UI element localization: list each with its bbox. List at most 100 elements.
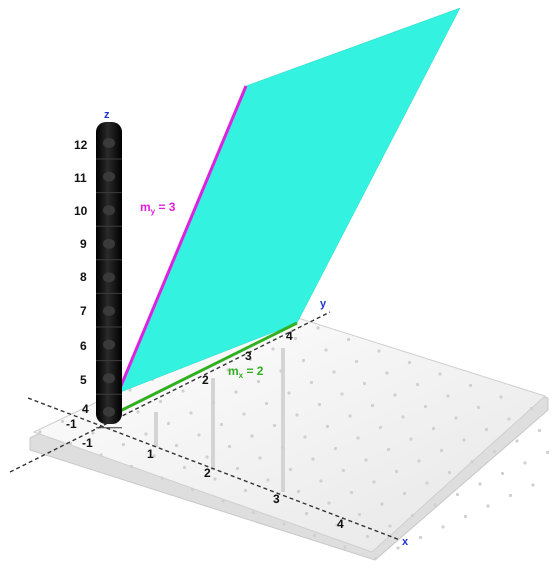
board-peg bbox=[441, 525, 445, 529]
board-peg bbox=[531, 483, 535, 487]
board-peg bbox=[274, 500, 278, 504]
y-tick-neg1: -1 bbox=[82, 436, 93, 450]
axes bbox=[9, 311, 401, 541]
z-tick-4: 4 bbox=[82, 402, 89, 416]
board-peg bbox=[293, 336, 298, 341]
board-peg bbox=[288, 467, 293, 472]
board-peg bbox=[271, 347, 275, 351]
board-peg bbox=[242, 412, 246, 416]
board-peg bbox=[266, 478, 270, 482]
board-peg bbox=[340, 392, 344, 396]
y-axis-line bbox=[9, 311, 331, 473]
cube-dimple bbox=[103, 373, 115, 384]
board-peg bbox=[256, 379, 261, 384]
board-peg bbox=[325, 424, 330, 429]
cube-dimple bbox=[103, 238, 115, 249]
cube-dimple bbox=[103, 272, 115, 283]
board-peg bbox=[537, 428, 542, 433]
cube-dimple bbox=[103, 406, 115, 417]
board-peg bbox=[166, 421, 171, 426]
board-peg bbox=[417, 459, 421, 463]
board-peg bbox=[401, 415, 405, 419]
z-column bbox=[96, 122, 122, 429]
board-peg bbox=[243, 488, 248, 493]
board-peg bbox=[396, 546, 400, 550]
board-peg bbox=[446, 394, 450, 398]
board-peg bbox=[500, 471, 505, 476]
z-tick-7: 7 bbox=[80, 304, 87, 318]
board-peg bbox=[454, 416, 458, 420]
board-peg bbox=[312, 533, 317, 538]
board-peg bbox=[370, 403, 375, 408]
board-peg bbox=[447, 470, 452, 475]
board-peg bbox=[523, 461, 527, 465]
board-peg bbox=[91, 431, 95, 435]
board-peg bbox=[415, 382, 420, 387]
board-peg bbox=[346, 337, 351, 342]
board-peg bbox=[409, 437, 413, 441]
board-peg bbox=[455, 492, 460, 497]
board-peg bbox=[468, 383, 473, 388]
x-tick-2: 2 bbox=[204, 466, 211, 480]
board-peg bbox=[394, 469, 399, 474]
board-peg bbox=[515, 439, 519, 443]
board-peg bbox=[128, 388, 132, 392]
board-peg bbox=[158, 399, 163, 404]
board-peg bbox=[190, 487, 195, 492]
board-peg bbox=[365, 534, 370, 539]
board-peg bbox=[311, 457, 315, 461]
board-peg bbox=[425, 481, 429, 485]
z-tick-10: 10 bbox=[74, 204, 88, 218]
board-peg bbox=[182, 465, 187, 470]
board-peg bbox=[316, 326, 320, 330]
board-peg bbox=[221, 499, 225, 503]
board-peg bbox=[386, 447, 391, 452]
board-peg bbox=[407, 360, 412, 365]
z-column-cubes bbox=[96, 138, 122, 429]
board-peg bbox=[226, 368, 230, 372]
board-peg bbox=[418, 535, 423, 540]
board-peg bbox=[235, 466, 240, 471]
board-peg bbox=[335, 523, 339, 527]
z-tick-8: 8 bbox=[80, 270, 87, 284]
support-posts bbox=[154, 348, 285, 492]
board-peg bbox=[431, 426, 436, 431]
z-axis-label: z bbox=[104, 109, 110, 121]
board-peg bbox=[144, 432, 148, 436]
board-peg bbox=[470, 460, 474, 464]
mx-edge-line bbox=[117, 321, 298, 414]
board-peg bbox=[282, 522, 286, 526]
board-peg bbox=[507, 417, 511, 421]
board-peg bbox=[197, 433, 201, 437]
cube-dimple bbox=[103, 138, 115, 148]
board-peg bbox=[83, 409, 87, 413]
board-peg bbox=[296, 489, 301, 494]
board-peg bbox=[343, 545, 347, 549]
board-peg bbox=[174, 443, 179, 448]
board-peg bbox=[385, 371, 389, 375]
y-tick-3: 3 bbox=[245, 349, 252, 363]
tick-labels: 12 11 10 9 8 7 6 5 4 -1 1 2 3 4 -1 2 3 4 bbox=[66, 138, 344, 531]
board-peg bbox=[152, 454, 156, 458]
board-peg bbox=[219, 422, 224, 427]
board-peg bbox=[349, 490, 354, 495]
board-peg bbox=[234, 390, 238, 394]
board-peg bbox=[303, 435, 307, 439]
z-tick-9: 9 bbox=[80, 237, 87, 251]
board-peg bbox=[136, 410, 140, 414]
x-tick-3: 3 bbox=[273, 492, 280, 506]
board-peg bbox=[476, 405, 481, 410]
cube-dimple bbox=[103, 339, 115, 350]
board-peg bbox=[248, 357, 253, 362]
cube-dimple bbox=[103, 171, 115, 182]
board-peg bbox=[129, 464, 134, 469]
board-peg bbox=[393, 393, 397, 397]
board-peg bbox=[438, 372, 442, 376]
board-peg bbox=[295, 413, 299, 417]
my-edge-line bbox=[116, 85, 248, 394]
board-peg bbox=[341, 468, 346, 473]
y-tick-2: 2 bbox=[202, 373, 209, 387]
board-peg bbox=[264, 401, 269, 406]
board-peg bbox=[272, 423, 277, 428]
